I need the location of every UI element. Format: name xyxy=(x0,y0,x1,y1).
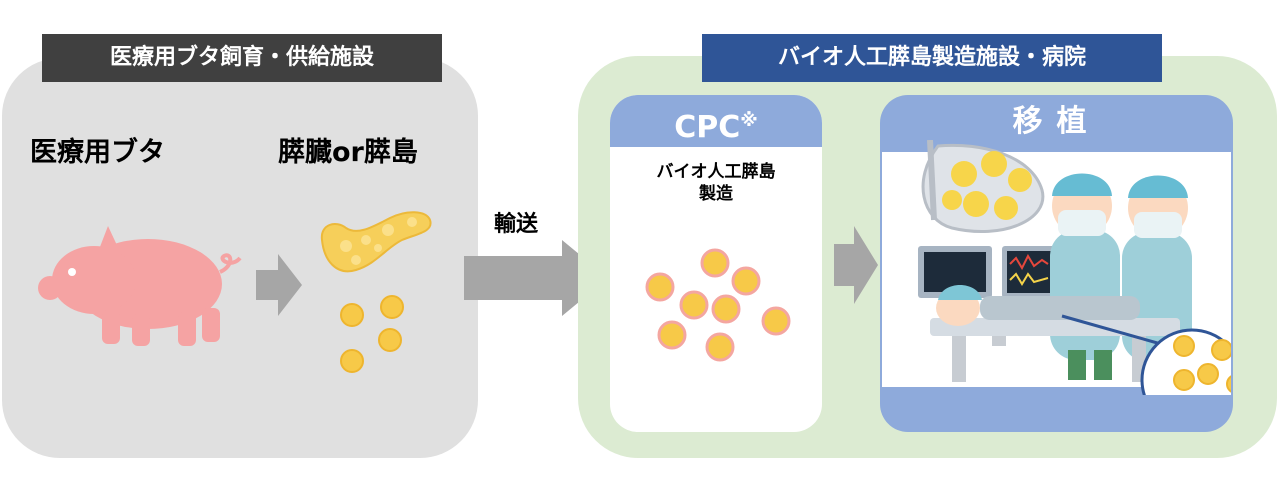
cpc-text-line1: バイオ人工膵島 xyxy=(656,162,776,182)
breeding-facility-header: 医療用ブタ飼育・供給施設 xyxy=(42,34,442,82)
cpc-description: バイオ人工膵島 製造 xyxy=(610,161,822,205)
arrow-right-icon xyxy=(256,254,302,316)
pig-icon xyxy=(38,226,242,346)
organ-label: 膵臓or膵島 xyxy=(278,137,418,168)
transport-label: 輸送 xyxy=(494,212,539,237)
surgeon-icon xyxy=(1050,173,1120,380)
surgical-lamp-icon xyxy=(921,140,1045,233)
arrow-right-icon xyxy=(834,226,878,304)
cpc-box: CPC※ バイオ人工膵島 製造 xyxy=(610,95,822,432)
pig-label: 医療用ブタ xyxy=(30,137,165,168)
islets-icon xyxy=(340,295,404,373)
transport-arrow-icon xyxy=(464,240,608,316)
bio-artificial-islets-icon xyxy=(645,248,791,362)
pancreas-icon xyxy=(320,211,432,273)
islet-zoom-bubble-icon xyxy=(1140,328,1231,395)
cpc-text-line2: 製造 xyxy=(699,184,733,204)
surgery-illustration xyxy=(918,140,1231,395)
manufacturing-hospital-header: バイオ人工膵島製造施設・病院 xyxy=(702,34,1162,82)
cpc-title-mark: ※ xyxy=(740,110,758,131)
cpc-title: CPC※ xyxy=(610,95,822,147)
transplant-title: 移植 xyxy=(1012,104,1101,139)
